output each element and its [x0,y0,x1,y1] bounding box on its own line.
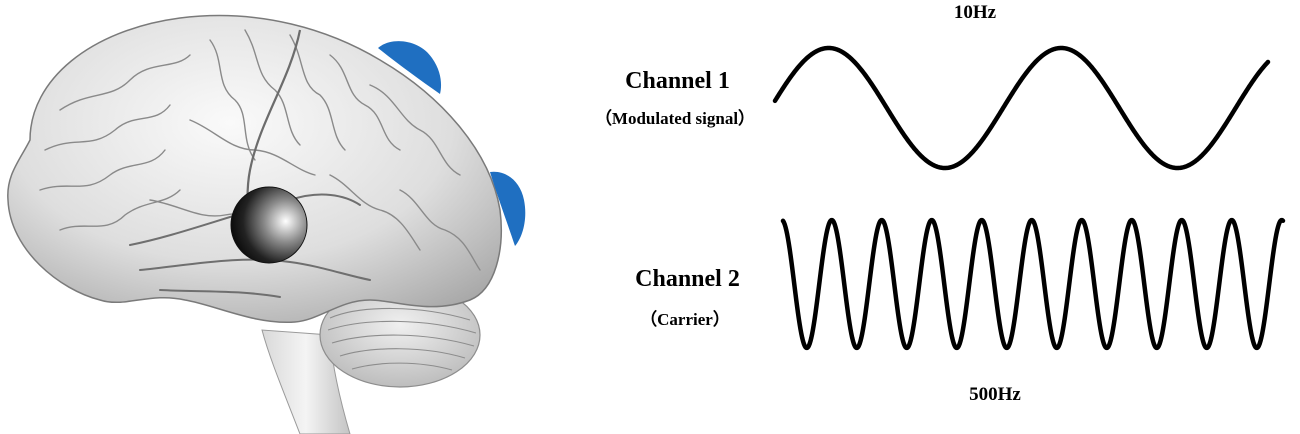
channel2-frequency-label: 500Hz [969,384,1021,405]
channel1-frequency-label: 10Hz [953,2,997,23]
channel1-title: Channel 1 [625,68,730,94]
channel2-title: Channel 2 [635,266,740,292]
channel2-subtitle: （Carrier） [640,310,730,329]
channel1-subtitle: （Modulated signal） [594,109,756,128]
brain-illustration [7,14,526,434]
deep-target-sphere [230,186,308,264]
scalp-electrode-top [378,41,442,94]
channel1-waveform [772,45,1271,171]
scalp-electrode-back [490,171,526,246]
channel2-waveform [780,217,1286,351]
